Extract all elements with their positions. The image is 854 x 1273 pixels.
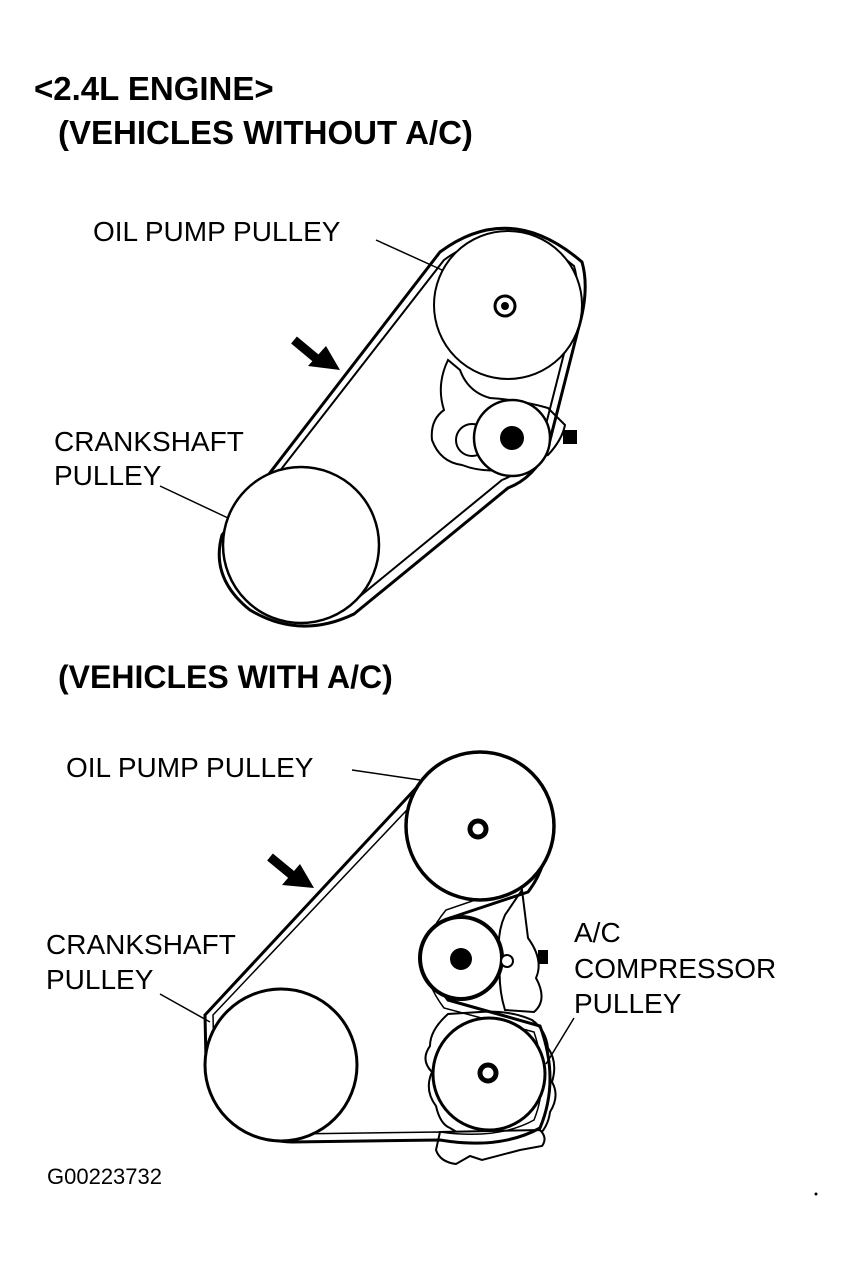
ac-compressor-leader [545, 1017, 575, 1065]
oil-pump-pulley-label: OIL PUMP PULLEY [93, 216, 341, 247]
crankshaft-pulley [221, 465, 381, 625]
ac-compressor-label-line2: COMPRESSOR [574, 953, 777, 984]
scan-mark [814, 1192, 818, 1196]
idler-pin [500, 954, 514, 968]
oil-pump-pulley-label-ac: OIL PUMP PULLEY [66, 752, 314, 783]
crankshaft-pulley-label-line1: CRANKSHAFT [54, 426, 244, 457]
belt-diagram-without-ac [159, 226, 587, 628]
without-ac-heading: (VEHICLES WITHOUT A/C) [58, 114, 473, 151]
rotation-arrow-icon [291, 336, 340, 370]
oil-pump-leader [375, 239, 443, 271]
crankshaft-pulley-label-ac-line2: PULLEY [46, 964, 154, 995]
crankshaft-leader [159, 993, 211, 1023]
idler-bracket [497, 887, 543, 1014]
crankshaft-leader [159, 485, 229, 519]
idler-hub [450, 948, 472, 970]
bracket-bolt [563, 430, 577, 444]
ac-compressor-hub [477, 1062, 499, 1084]
crankshaft-pulley [203, 987, 359, 1143]
tensioner-hub [500, 426, 524, 450]
idler-bolt [538, 950, 548, 964]
oil-pump-hub [467, 818, 489, 840]
crankshaft-pulley-label-ac-line1: CRANKSHAFT [46, 929, 236, 960]
ac-compressor-label-line1: A/C [574, 917, 621, 948]
with-ac-heading: (VEHICLES WITH A/C) [58, 659, 393, 695]
figure-code: G00223732 [47, 1164, 162, 1189]
oil-pump-hub-center [501, 302, 509, 310]
oil-pump-leader [351, 769, 421, 781]
engine-title: <2.4L ENGINE> [34, 70, 274, 107]
ac-compressor-label-line3: PULLEY [574, 988, 682, 1019]
rotation-arrow-icon [267, 853, 314, 888]
crankshaft-pulley-label-line2: PULLEY [54, 460, 162, 491]
